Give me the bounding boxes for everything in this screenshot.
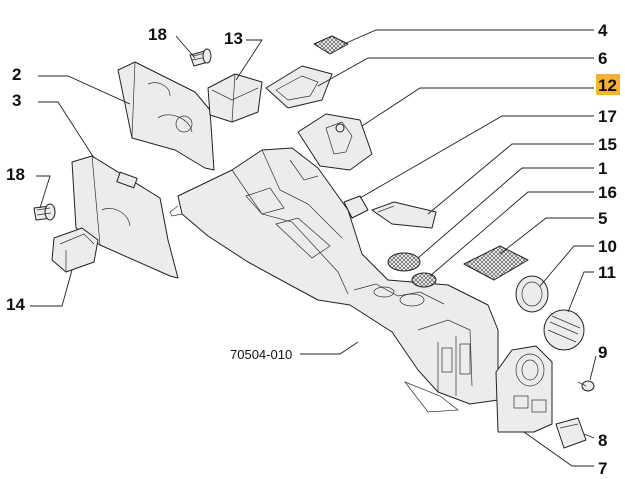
- part-17-clip: [343, 195, 369, 219]
- center-console-body: [169, 147, 499, 413]
- callout-14: 14: [6, 295, 25, 314]
- part-15-trim-strip: [371, 201, 437, 229]
- callout-9: 9: [598, 343, 607, 362]
- leader-lines: [30, 29, 597, 467]
- part-1-round-mat: [411, 272, 437, 288]
- callout-8: 8: [598, 431, 607, 450]
- part-7-rear-cover: [495, 345, 553, 433]
- part-10-ring: [515, 275, 549, 313]
- callout-17: 17: [598, 107, 617, 126]
- part-8-plug: [555, 417, 587, 449]
- part-18-clip-upper: [189, 48, 212, 67]
- drawing-number: 70504-010: [230, 347, 292, 362]
- callout-10: 10: [598, 237, 617, 256]
- callout-2: 2: [12, 65, 21, 84]
- part-9-clip: [577, 380, 595, 392]
- callout-12-highlight: [596, 74, 620, 95]
- callout-4: 4: [598, 21, 608, 40]
- callout-11: 11: [598, 263, 616, 282]
- part-11-vent: [543, 309, 585, 351]
- callout-15: 15: [598, 135, 617, 154]
- callout-7: 7: [598, 459, 607, 478]
- callout-1: 1: [598, 159, 607, 178]
- part-5-mesh-grille: [463, 245, 529, 281]
- callout-5: 5: [598, 209, 607, 228]
- console-outline: [177, 147, 499, 405]
- callout-18-upper: 18: [148, 25, 167, 44]
- part-2-body: [117, 61, 215, 171]
- callout-6: 6: [598, 49, 607, 68]
- callout-12: 12: [598, 76, 617, 95]
- callout-13: 13: [224, 29, 243, 48]
- part-2-side-panel: [117, 61, 215, 171]
- callout-labels: 2 3 18 13 18 14 4 6 12 17 15 1 16 5 10 1…: [6, 21, 620, 478]
- part-13-pocket: [207, 73, 263, 123]
- part-16-round-mat: [387, 252, 421, 272]
- callout-3: 3: [12, 91, 21, 110]
- callout-16: 16: [598, 183, 617, 202]
- part-18-clip-lower: [33, 203, 56, 221]
- part-12-gear-boot: [297, 113, 373, 171]
- callout-18-lower: 18: [6, 165, 25, 184]
- part-6-bezel: [265, 65, 333, 109]
- part-14-pocket: [51, 227, 99, 273]
- part-4-insert: [313, 35, 349, 55]
